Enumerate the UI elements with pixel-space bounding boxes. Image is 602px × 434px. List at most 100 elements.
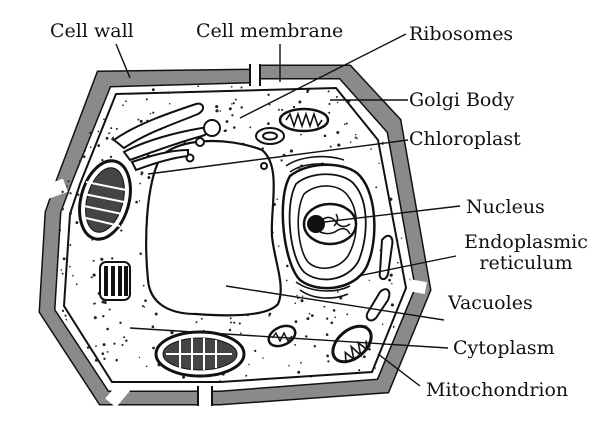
cytoplasm-dot (197, 85, 199, 87)
cytoplasm-dot (109, 132, 111, 134)
cytoplasm-dot (137, 119, 139, 121)
cytoplasm-dot (254, 350, 256, 352)
cytoplasm-dot (75, 221, 78, 224)
cytoplasm-dot (324, 134, 327, 137)
cytoplasm-dot (115, 359, 118, 362)
cytoplasm-dot (389, 198, 392, 201)
cytoplasm-dot (119, 322, 121, 324)
cytoplasm-dot (152, 112, 154, 114)
cytoplasm-dot (113, 343, 115, 345)
cytoplasm-dot (84, 150, 86, 152)
cytoplasm-dot (390, 274, 393, 277)
cytoplasm-dot (328, 90, 330, 92)
cytoplasm-dot (267, 94, 269, 96)
cytoplasm-dot (391, 283, 392, 284)
cytoplasm-dot (390, 93, 393, 96)
cytoplasm-dot (95, 359, 98, 362)
cytoplasm-dot (235, 99, 237, 101)
cytoplasm-dot (233, 322, 235, 324)
cytoplasm-dot (109, 308, 111, 310)
cytoplasm-dot (139, 183, 141, 185)
cytoplasm-dot (309, 313, 311, 315)
cytoplasm-dot (298, 101, 301, 104)
cytoplasm-dot (68, 180, 70, 182)
cytoplasm-dot (378, 163, 379, 164)
cytoplasm-dot (93, 260, 95, 262)
cytoplasm-dot (69, 244, 71, 246)
cytoplasm-dot (286, 265, 289, 268)
cytoplasm-dot (85, 84, 87, 86)
cytoplasm-dot (363, 355, 366, 358)
cytoplasm-dot (336, 131, 339, 134)
cytoplasm-dot (306, 91, 308, 93)
cytoplasm-dot (326, 333, 329, 336)
cytoplasm-dot (121, 344, 123, 346)
cytoplasm-dot (77, 194, 79, 196)
cytoplasm-dot (326, 355, 329, 358)
cytoplasm-dot (169, 103, 171, 105)
cytoplasm-dot (226, 120, 229, 123)
cytoplasm-dot (60, 151, 63, 154)
cytoplasm-dot (324, 306, 326, 308)
cytoplasm-dot (66, 379, 68, 381)
cytoplasm-dot (346, 122, 348, 124)
cytoplasm-dot (391, 303, 394, 306)
label-cell-wall: Cell wall (50, 21, 134, 42)
cytoplasm-dot (297, 371, 300, 374)
cytoplasm-dot (406, 136, 408, 138)
cytoplasm-dot (111, 257, 113, 259)
label-endoplasmic-line2: reticulum (456, 253, 596, 274)
cytoplasm-dot (95, 345, 97, 347)
cytoplasm-dot (102, 352, 105, 355)
cytoplasm-dot (142, 305, 144, 307)
cytoplasm-dot (240, 332, 242, 334)
cytoplasm-dot (123, 336, 125, 338)
cytoplasm-dot (62, 310, 64, 312)
label-vacuoles: Vacuoles (448, 293, 533, 314)
cytoplasm-dot (224, 129, 226, 131)
cytoplasm-dot (140, 120, 143, 123)
cytoplasm-dot (311, 314, 314, 317)
cytoplasm-dot (326, 318, 328, 320)
cytoplasm-dot (101, 300, 104, 303)
label-cytoplasm: Cytoplasm (453, 338, 555, 359)
cytoplasm-dot (215, 109, 218, 112)
cytoplasm-dot (413, 337, 416, 340)
cytoplasm-dot (231, 114, 233, 116)
label-endoplasmic-line1: Endoplasmic (456, 232, 596, 253)
cytoplasm-dot (106, 137, 109, 140)
cytoplasm-dot (143, 285, 145, 287)
cytoplasm-dot (139, 200, 140, 201)
cytoplasm-dot (76, 283, 78, 285)
cytoplasm-dot (97, 144, 100, 147)
cytoplasm-dot (344, 123, 346, 125)
cytoplasm-dot (125, 100, 127, 102)
cytoplasm-dot (89, 132, 91, 134)
cytoplasm-dot (278, 245, 280, 247)
cytoplasm-dot (83, 155, 86, 158)
cytoplasm-dot (412, 364, 414, 366)
cytoplasm-dot (358, 369, 360, 371)
label-nucleus: Nucleus (466, 197, 545, 218)
cytoplasm-dot (281, 159, 283, 161)
cytoplasm-dot (229, 107, 232, 110)
cytoplasm-dot (93, 274, 96, 277)
cytoplasm-dot (241, 380, 242, 381)
cytoplasm-dot (81, 91, 84, 94)
cytoplasm-dot (140, 173, 142, 175)
cytoplasm-dot (300, 362, 302, 364)
cytoplasm-dot (147, 176, 150, 179)
label-golgi-body: Golgi Body (409, 90, 514, 111)
cytoplasm-dot (100, 258, 103, 261)
cytoplasm-dot (196, 321, 198, 323)
cytoplasm-dot (69, 212, 72, 215)
cytoplasm-dot (107, 351, 109, 353)
cytoplasm-dot (60, 376, 63, 379)
cytoplasm-dot (125, 340, 127, 342)
cytoplasm-dot (295, 302, 297, 304)
cytoplasm-dot (69, 185, 71, 187)
cytoplasm-dot (278, 109, 280, 111)
cytoplasm-dot (328, 103, 330, 105)
label-ribosomes: Ribosomes (409, 24, 513, 45)
cytoplasm-dot (337, 102, 338, 103)
